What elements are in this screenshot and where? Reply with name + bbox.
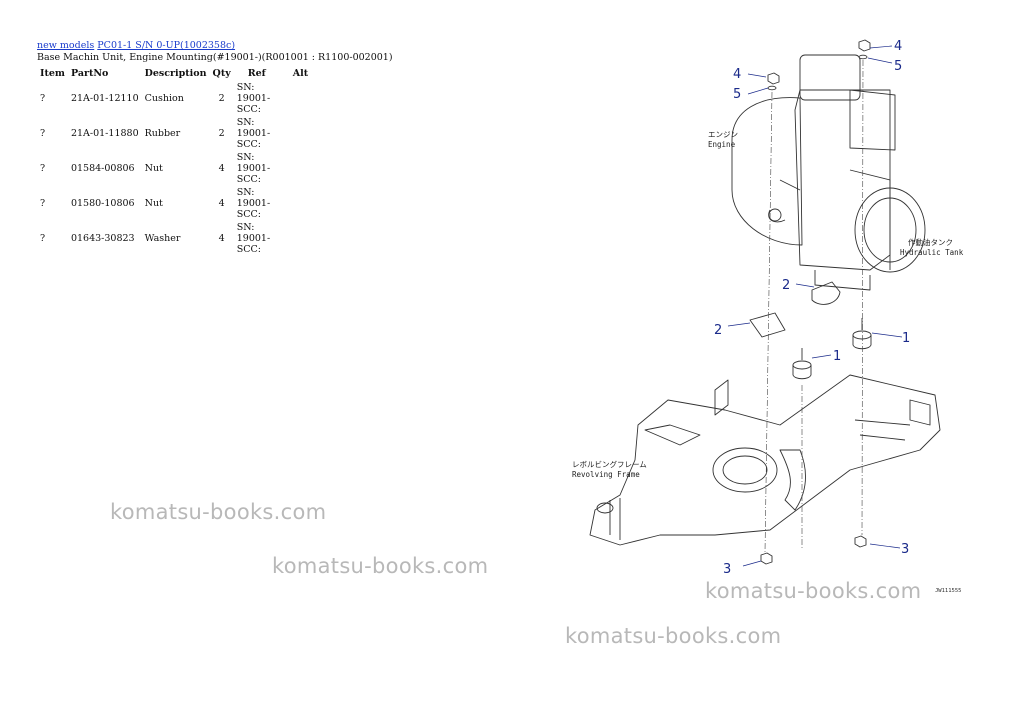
callout-3a: 3: [723, 562, 731, 577]
cell-qty: 4: [218, 233, 225, 244]
table-row: ? 01580-10806 Nut 4 SN: 19001-SCC:: [37, 186, 311, 221]
frame-label-jp: レボルビングフレーム: [572, 459, 647, 469]
callout-5a: 5: [894, 59, 902, 74]
cell-description: Nut: [144, 198, 163, 209]
cell-ref: SN: 19001-SCC:: [236, 117, 271, 150]
cell-partno: 01643-30823: [70, 233, 135, 244]
cell-partno: 01580-10806: [70, 198, 135, 209]
cell-partno: 21A-01-11880: [70, 128, 139, 139]
cell-qty: 4: [218, 198, 225, 209]
page-title: Base Machin Unit, Engine Mounting(#19001…: [37, 52, 393, 63]
watermark: komatsu-books.com: [110, 500, 327, 524]
tank-label-jp: 作動油タンク: [908, 237, 953, 247]
cell-description: Rubber: [144, 128, 181, 139]
cushion-right: [852, 318, 872, 350]
cell-item: ?: [40, 198, 46, 209]
cell-partno: 21A-01-12110: [70, 93, 139, 104]
tank-label-en: Hydraulic Tank: [900, 248, 964, 257]
table-row: ? 21A-01-11880 Rubber 2 SN: 19001-SCC:: [37, 116, 311, 151]
nut-top-right: [858, 39, 871, 52]
callout-5b: 5: [733, 87, 741, 102]
washer-top-left: [767, 85, 777, 91]
watermark: komatsu-books.com: [705, 579, 922, 603]
col-item: Item: [40, 67, 65, 79]
table-row: ? 21A-01-12110 Cushion 2 SN: 19001-SCC:: [37, 81, 311, 116]
callout-4b: 4: [733, 67, 741, 82]
engine-label-en: Engine: [708, 140, 736, 149]
bracket-right: [811, 281, 841, 305]
cell-alt: [290, 116, 311, 151]
cell-qty: 2: [218, 93, 225, 104]
callout-1b: 1: [833, 349, 841, 364]
cell-ref: SN: 19001-SCC:: [236, 222, 271, 255]
parts-diagram: エンジン Engine 作動油タンク Hydraulic Tank レボルビング…: [572, 39, 964, 594]
new-models-link[interactable]: new models: [37, 40, 95, 51]
cushion-left: [792, 348, 812, 380]
table-row: ? 01584-00806 Nut 4 SN: 19001-SCC:: [37, 151, 311, 186]
callout-1a: 1: [902, 331, 910, 346]
col-description: Description: [144, 67, 207, 79]
cell-alt: [290, 186, 311, 221]
breadcrumb: new models PC01-1 S/N 0-UP(1002358c): [37, 40, 235, 51]
cell-item: ?: [40, 233, 46, 244]
callout-2a: 2: [782, 278, 790, 293]
cell-qty: 4: [218, 163, 225, 174]
cell-ref: SN: 19001-SCC:: [236, 152, 271, 185]
cell-description: Cushion: [144, 93, 184, 104]
col-qty: Qty: [212, 67, 231, 79]
cell-item: ?: [40, 128, 46, 139]
table-row: ? 01643-30823 Washer 4 SN: 19001-SCC:: [37, 221, 311, 256]
frame-label-en: Revolving Frame: [572, 470, 640, 479]
drawing-code: JW111555: [935, 588, 962, 594]
callout-3b: 3: [901, 542, 909, 557]
cell-item: ?: [40, 163, 46, 174]
watermark: komatsu-books.com: [272, 554, 489, 578]
engine-label-jp: エンジン: [708, 130, 738, 139]
cell-alt: [290, 81, 311, 116]
cell-alt: [290, 221, 311, 256]
cell-partno: 01584-00806: [70, 163, 135, 174]
cell-ref: SN: 19001-SCC:: [236, 187, 271, 220]
cell-description: Nut: [144, 163, 163, 174]
model-link[interactable]: PC01-1 S/N 0-UP(1002358c): [97, 40, 236, 51]
nut-bottom-left: [760, 552, 773, 565]
washer-top-right: [858, 54, 868, 60]
cell-qty: 2: [218, 128, 225, 139]
callout-4a: 4: [894, 39, 902, 54]
nut-top-left: [767, 72, 780, 85]
engine-drawing: [731, 54, 926, 291]
col-ref: Ref: [247, 67, 266, 79]
col-partno: PartNo: [70, 67, 109, 79]
parts-table: Item PartNo Description Qty Ref Alt ? 21…: [37, 65, 311, 256]
col-alt: Alt: [292, 67, 309, 79]
nut-bottom-right: [854, 535, 867, 548]
watermark: komatsu-books.com: [565, 624, 782, 648]
cell-alt: [290, 151, 311, 186]
frame-drawing: [589, 374, 941, 546]
cell-ref: SN: 19001-SCC:: [236, 82, 271, 115]
table-header-row: Item PartNo Description Qty Ref Alt: [37, 65, 311, 81]
callout-2b: 2: [714, 323, 722, 338]
cell-description: Washer: [144, 233, 181, 244]
bracket-left: [749, 312, 786, 338]
cell-item: ?: [40, 93, 46, 104]
